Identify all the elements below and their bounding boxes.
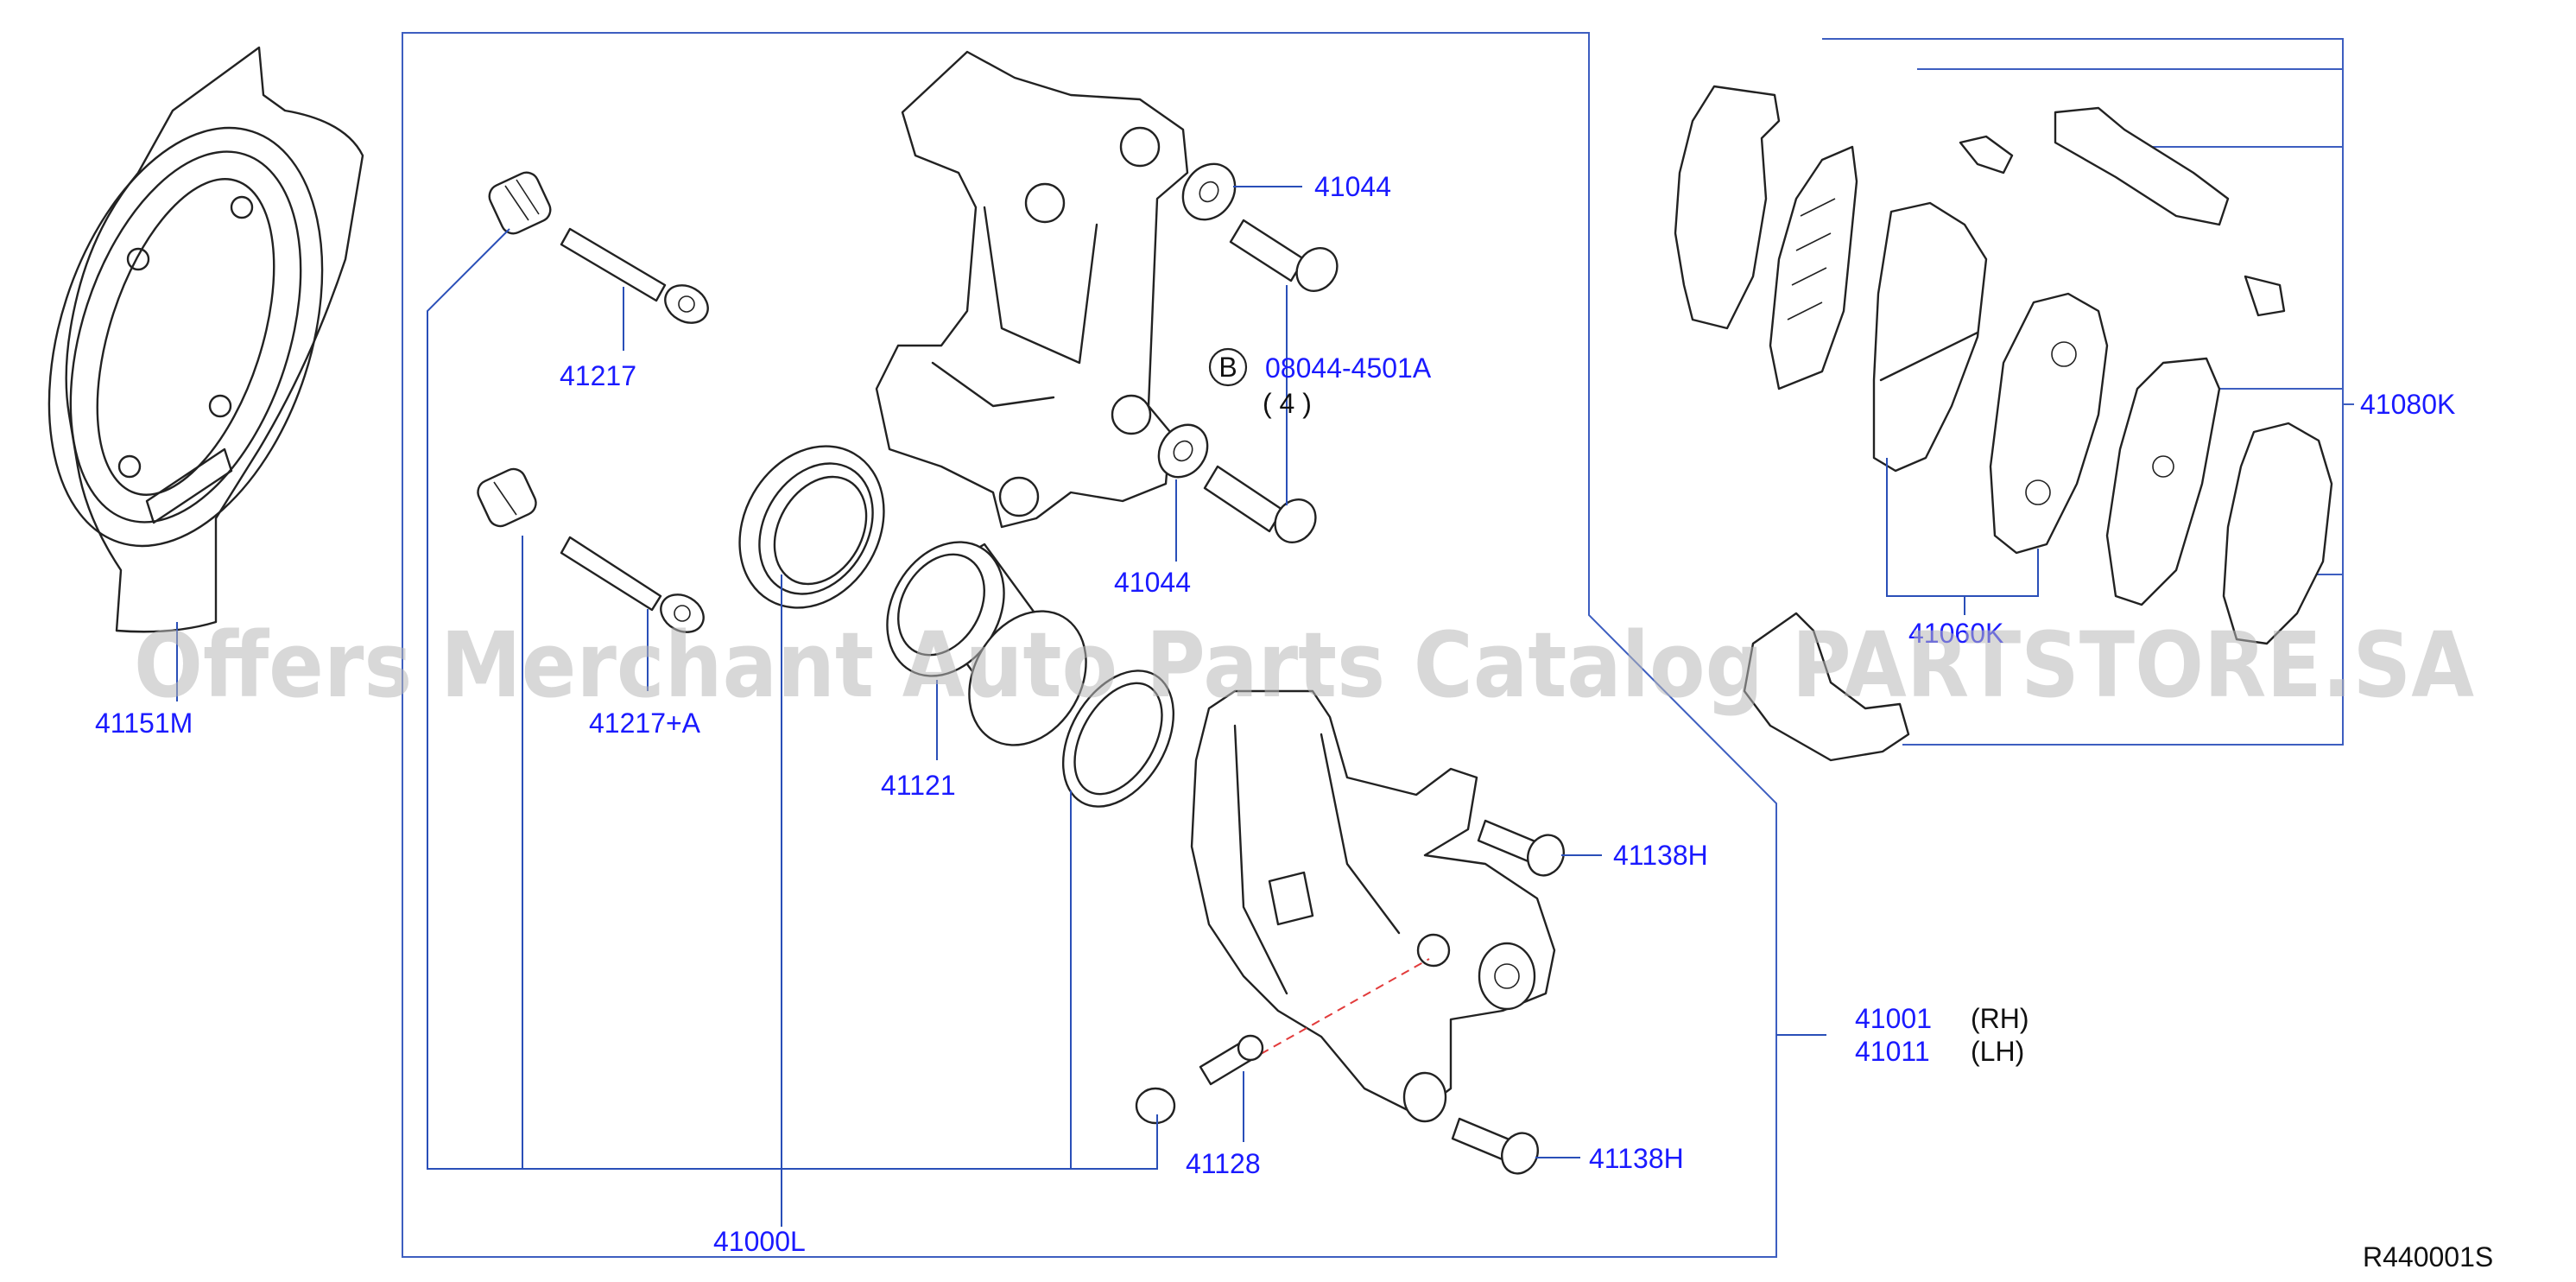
caliper-bolt-lower	[1451, 1117, 1539, 1175]
label-41128: 41128	[1186, 1148, 1261, 1179]
label-41044-top: 41044	[1314, 171, 1391, 202]
bolt-lower	[1203, 465, 1317, 543]
callout-b-letter: B	[1218, 352, 1237, 383]
part-labels: 41151M 41217 41217+A 41000L 41121 41044 …	[95, 171, 2493, 1272]
label-quantity-4: ( 4 )	[1263, 388, 1312, 419]
caliper-bracket	[875, 50, 1189, 529]
reference-code: R440001S	[2363, 1241, 2493, 1272]
bleeder-screw	[1199, 1034, 1264, 1086]
caliper-bolt-upper	[1477, 819, 1565, 877]
bleeder-cap	[1135, 1087, 1176, 1125]
dust-boot	[1061, 670, 1175, 808]
pad-kit-frame	[1822, 38, 2344, 746]
pad-retainer-clips	[1743, 106, 2286, 762]
label-41151m: 41151M	[95, 708, 193, 739]
label-41011: 41011	[1855, 1036, 1930, 1067]
label-41080k: 41080K	[2360, 389, 2455, 420]
bolt-upper	[1229, 219, 1339, 292]
washer-lower	[1157, 423, 1209, 479]
piston	[886, 541, 1087, 746]
washer-upper	[1181, 162, 1237, 221]
slide-pin-upper	[488, 171, 709, 324]
piston-seal	[738, 445, 885, 609]
callout-b-circle	[1208, 347, 1248, 387]
brake-pad-outer	[1872, 201, 1988, 473]
caliper-body	[1190, 689, 1556, 1123]
label-41217: 41217	[560, 360, 636, 391]
backing-plate	[47, 46, 364, 633]
label-lh: (LH)	[1971, 1036, 2024, 1067]
label-rh: (RH)	[1971, 1003, 2029, 1034]
label-08044-4501a: 08044-4501A	[1265, 352, 1432, 384]
label-41000l: 41000L	[713, 1226, 806, 1257]
leader-lines	[176, 186, 2039, 1227]
label-41044-bottom: 41044	[1114, 567, 1191, 598]
label-41138h-top: 41138H	[1613, 840, 1708, 871]
slide-pin-lower	[477, 467, 705, 633]
pad-shim-inner-3	[2222, 422, 2333, 645]
label-41217a: 41217+A	[589, 708, 701, 739]
label-41060k: 41060K	[1908, 618, 2003, 649]
bleeder-axis-line	[1260, 958, 1430, 1055]
pad-shim-outer	[1674, 85, 1781, 330]
pad-shim-inner	[1769, 145, 1858, 390]
label-41001: 41001	[1855, 1003, 1932, 1034]
watermark: Offers Merchant Auto Parts Catalog PARTS…	[134, 612, 2474, 718]
pad-shim-inner-2	[2105, 357, 2221, 606]
brake-pad-inner	[1989, 292, 2109, 555]
label-41138h-bottom: 41138H	[1589, 1143, 1684, 1174]
label-41121: 41121	[881, 770, 956, 801]
caliper-assembly-frame	[402, 32, 1777, 1258]
